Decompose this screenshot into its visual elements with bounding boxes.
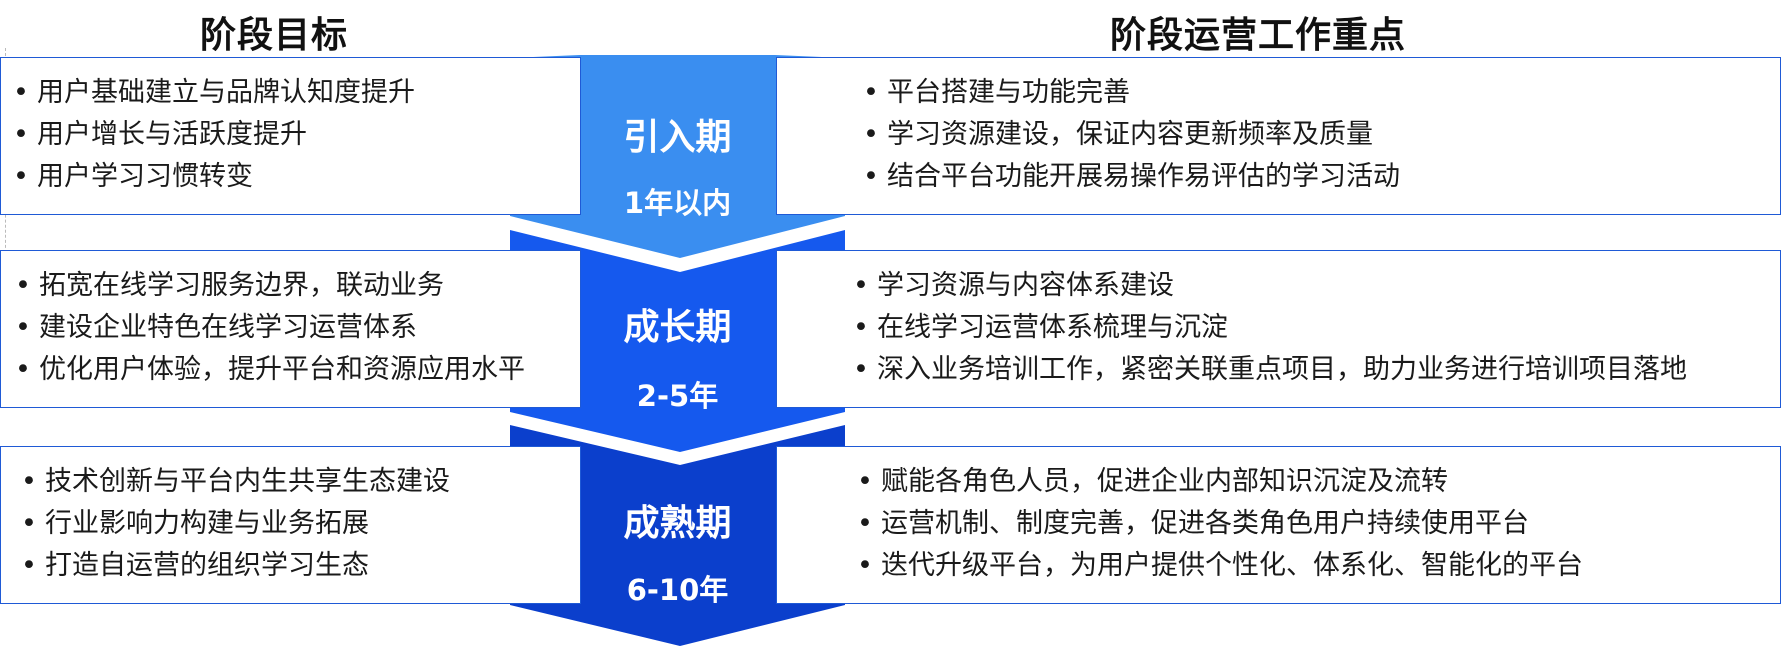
focus-item: 赋能各角色人员，促进企业内部知识沉淀及流转 [857,461,1780,503]
focus-item: 深入业务培训工作，紧密关联重点项目，助力业务进行培训项目落地 [853,349,1780,391]
focus-item: 迭代升级平台，为用户提供个性化、体系化、智能化的平台 [857,545,1780,587]
focus-item: 运营机制、制度完善，促进各类角色用户持续使用平台 [857,503,1780,545]
stage-intro-goals: 用户基础建立与品牌认知度提升 用户增长与活跃度提升 用户学习习惯转变 [0,57,581,215]
stage-intro-focus: 平台搭建与功能完善 学习资源建设，保证内容更新频率及质量 结合平台功能开展易操作… [776,57,1781,215]
goal-item: 技术创新与平台内生共享生态建设 [21,461,580,503]
goal-item: 优化用户体验，提升平台和资源应用水平 [15,349,580,391]
focus-item: 学习资源建设，保证内容更新频率及质量 [863,114,1780,156]
focus-item: 平台搭建与功能完善 [863,72,1780,114]
goal-item: 用户学习习惯转变 [13,156,580,198]
stage-intro-duration: 1年以内 [623,186,732,220]
stage-growth-focus: 学习资源与内容体系建设 在线学习运营体系梳理与沉淀 深入业务培训工作，紧密关联重… [776,250,1781,408]
stage-mature-name: 成熟期 [623,503,732,544]
focus-item: 学习资源与内容体系建设 [853,265,1780,307]
focus-header: 阶段运营工作重点 [1110,15,1407,56]
goal-item: 拓宽在线学习服务边界，联动业务 [15,265,580,307]
focus-item: 结合平台功能开展易操作易评估的学习活动 [863,156,1780,198]
stage-intro-name: 引入期 [623,117,732,158]
stage-mature-focus: 赋能各角色人员，促进企业内部知识沉淀及流转 运营机制、制度完善，促进各类角色用户… [776,446,1781,604]
stage-growth-name: 成长期 [623,307,732,348]
stage-growth-goals: 拓宽在线学习服务边界，联动业务 建设企业特色在线学习运营体系 优化用户体验，提升… [0,250,581,408]
goal-item: 用户基础建立与品牌认知度提升 [13,72,580,114]
goal-item: 打造自运营的组织学习生态 [21,545,580,587]
focus-item: 在线学习运营体系梳理与沉淀 [853,307,1780,349]
stage-arrow-growth [510,230,845,452]
goal-item: 用户增长与活跃度提升 [13,114,580,156]
stage-mature-goals: 技术创新与平台内生共享生态建设 行业影响力构建与业务拓展 打造自运营的组织学习生… [0,446,581,604]
goal-item: 建设企业特色在线学习运营体系 [15,307,580,349]
stage-growth-duration: 2-5年 [636,379,719,413]
goals-header: 阶段目标 [200,15,349,56]
stage-arrow-mature [510,425,845,646]
stage-arrow-intro [510,55,845,258]
stage-mature-duration: 6-10年 [626,573,729,607]
goal-item: 行业影响力构建与业务拓展 [21,503,580,545]
